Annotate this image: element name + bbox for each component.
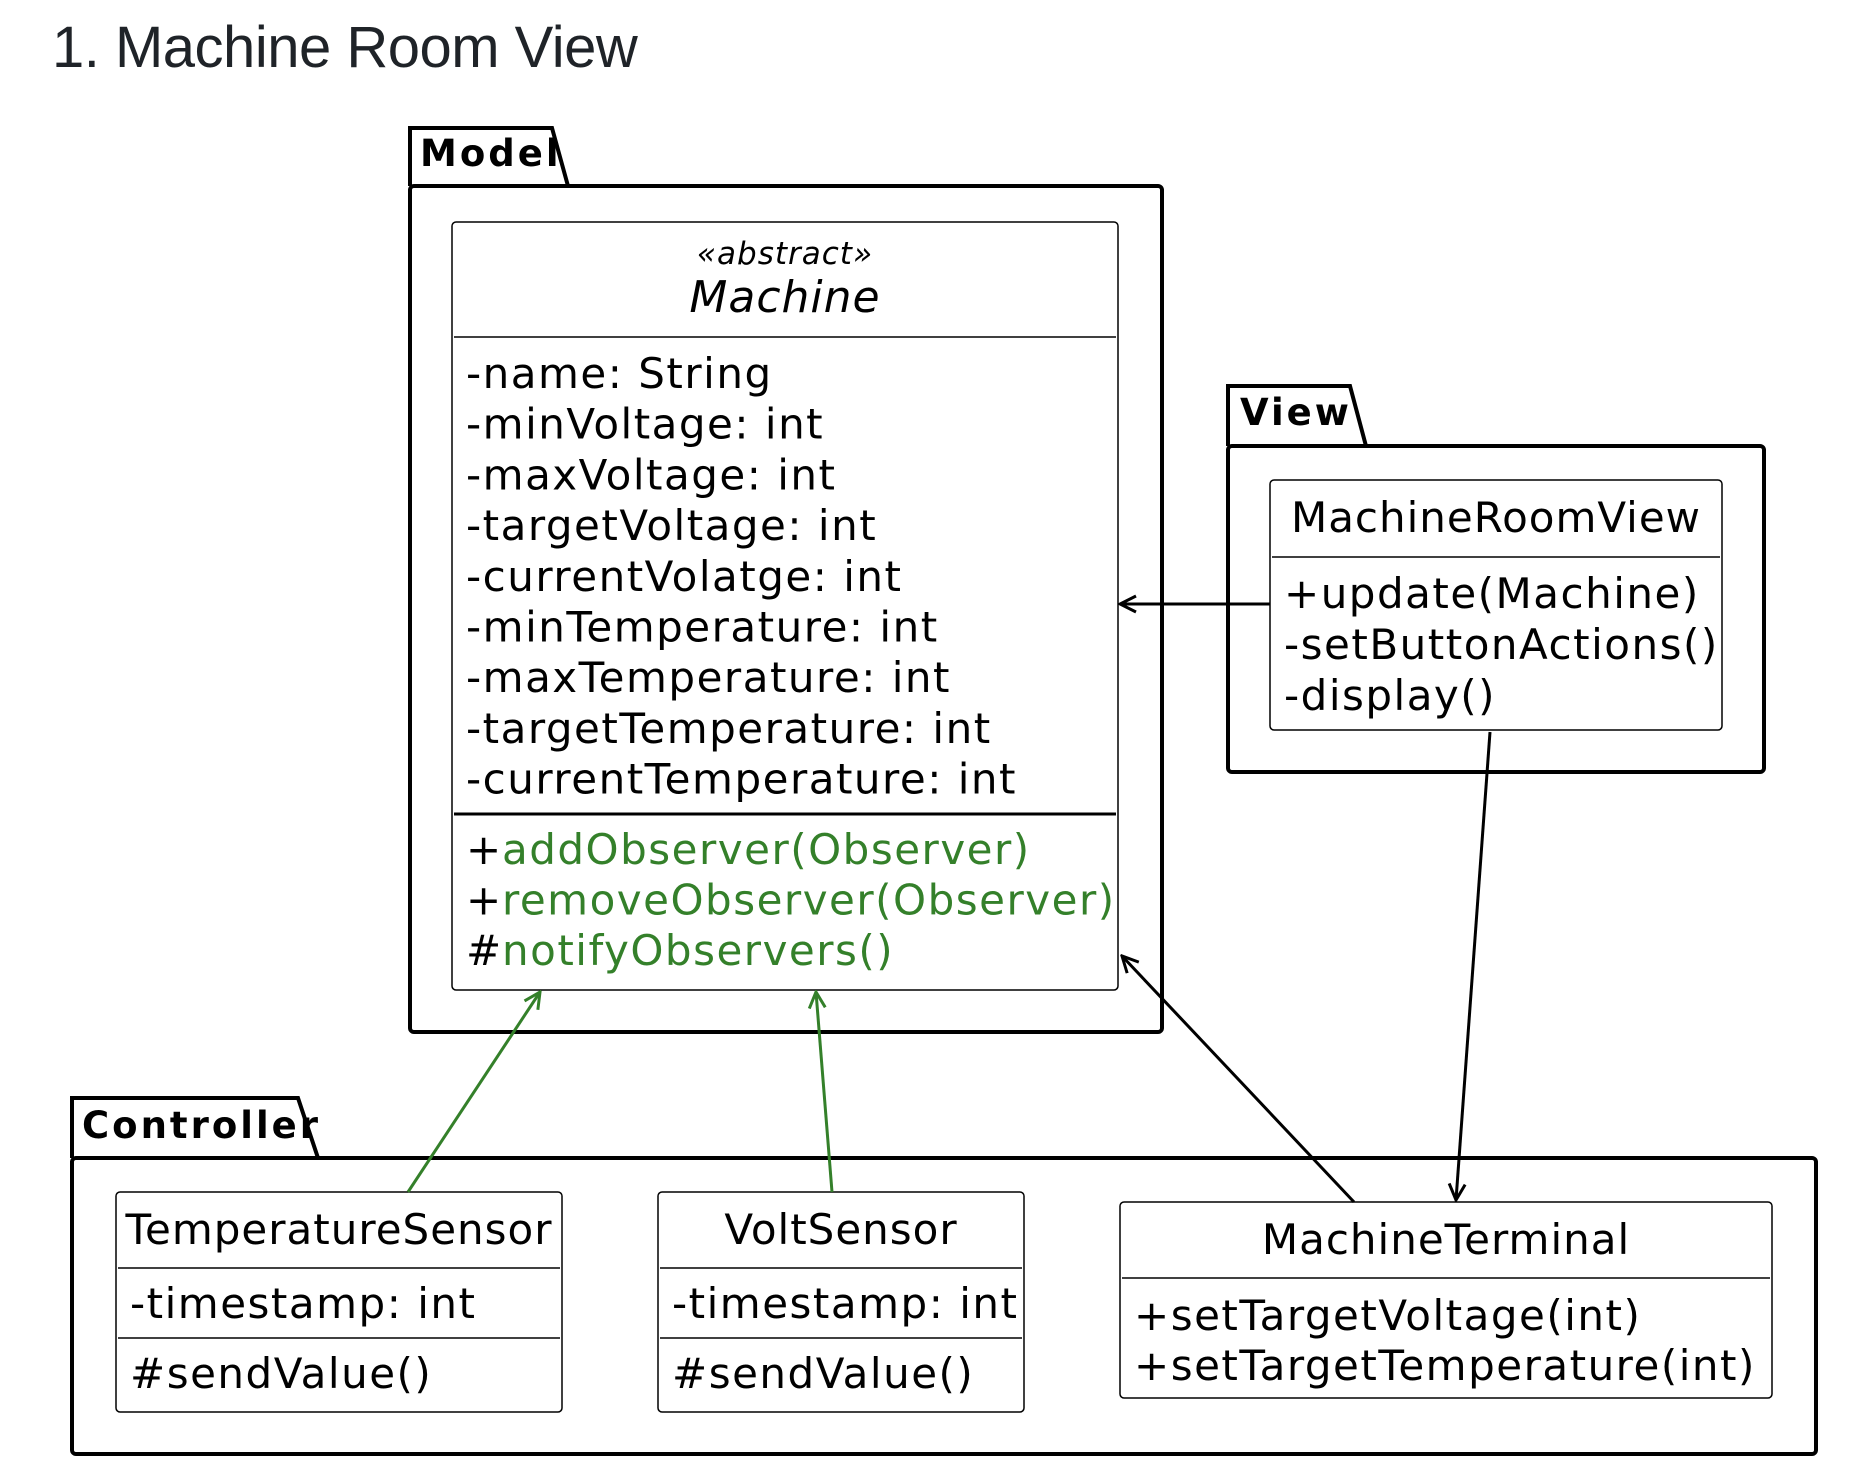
temperature-sensor-method: #sendValue() [130,1349,432,1398]
machine-attribute: -currentTemperature: int [466,755,1017,804]
machine-attribute: -maxTemperature: int [466,653,951,702]
machine-attribute: -name: String [466,349,773,398]
machine-attribute: -minTemperature: int [466,603,939,652]
class-machine: «abstract» Machine -name: String-minVolt… [451,221,1119,991]
machine-attribute: -targetVoltage: int [466,501,877,550]
machine-room-view-method: -display() [1284,671,1496,720]
machine-room-view-method: -setButtonActions() [1284,620,1719,669]
package-controller-label: Controller [82,1104,321,1147]
class-machine-room-view: MachineRoomView +update(Machine)-setButt… [1269,479,1723,731]
edge-temperature-sensor-to-machine [406,992,540,1193]
machine-terminal-class-name: MachineTerminal [1262,1215,1630,1264]
temperature-sensor-attribute: -timestamp: int [130,1279,476,1328]
machine-method-visibility: + [466,825,503,874]
machine-methods: +addObserver(Observer)+removeObserver(Ob… [466,825,1116,975]
machine-method-visibility: # [466,926,503,975]
machine-room-view-method: +update(Machine) [1284,569,1700,618]
class-machine-terminal: MachineTerminal +setTargetVoltage(int) +… [1119,1201,1773,1399]
machine-class-name: Machine [689,272,880,323]
edge-volt-sensor-to-machine [816,992,834,1193]
volt-sensor-class-name: VoltSensor [724,1205,957,1254]
package-view-label: View [1240,391,1352,434]
machine-terminal-method: +setTargetTemperature(int) [1134,1341,1756,1390]
machine-method-name: addObserver(Observer) [502,825,1031,874]
class-volt-sensor: VoltSensor -timestamp: int #sendValue() [657,1191,1025,1413]
temperature-sensor-class-name: TemperatureSensor [124,1205,552,1254]
machine-room-view-methods: +update(Machine)-setButtonActions()-disp… [1284,569,1719,720]
edge-view-to-terminal [1456,731,1492,1200]
machine-attribute: -targetTemperature: int [466,704,992,753]
machine-terminal-method: +setTargetVoltage(int) [1134,1291,1641,1340]
package-model-label: Model [420,132,562,175]
edge-terminal-to-machine [1122,956,1356,1204]
machine-attribute: -minVoltage: int [466,400,824,449]
machine-room-view-class-name: MachineRoomView [1291,493,1701,542]
machine-attribute: -currentVolatge: int [466,552,902,601]
volt-sensor-attribute: -timestamp: int [672,1279,1018,1328]
machine-attributes: -name: String-minVoltage: int-maxVoltage… [466,349,1017,804]
class-temperature-sensor: TemperatureSensor -timestamp: int #sendV… [115,1191,563,1413]
machine-stereotype: «abstract» [697,236,873,272]
machine-method-name: removeObserver(Observer) [502,876,1116,925]
machine-method-visibility: + [466,876,503,925]
machine-method-name: notifyObservers() [502,926,894,975]
volt-sensor-method: #sendValue() [672,1349,974,1398]
page-title: 1. Machine Room View [52,15,638,80]
machine-attribute: -maxVoltage: int [466,450,836,499]
